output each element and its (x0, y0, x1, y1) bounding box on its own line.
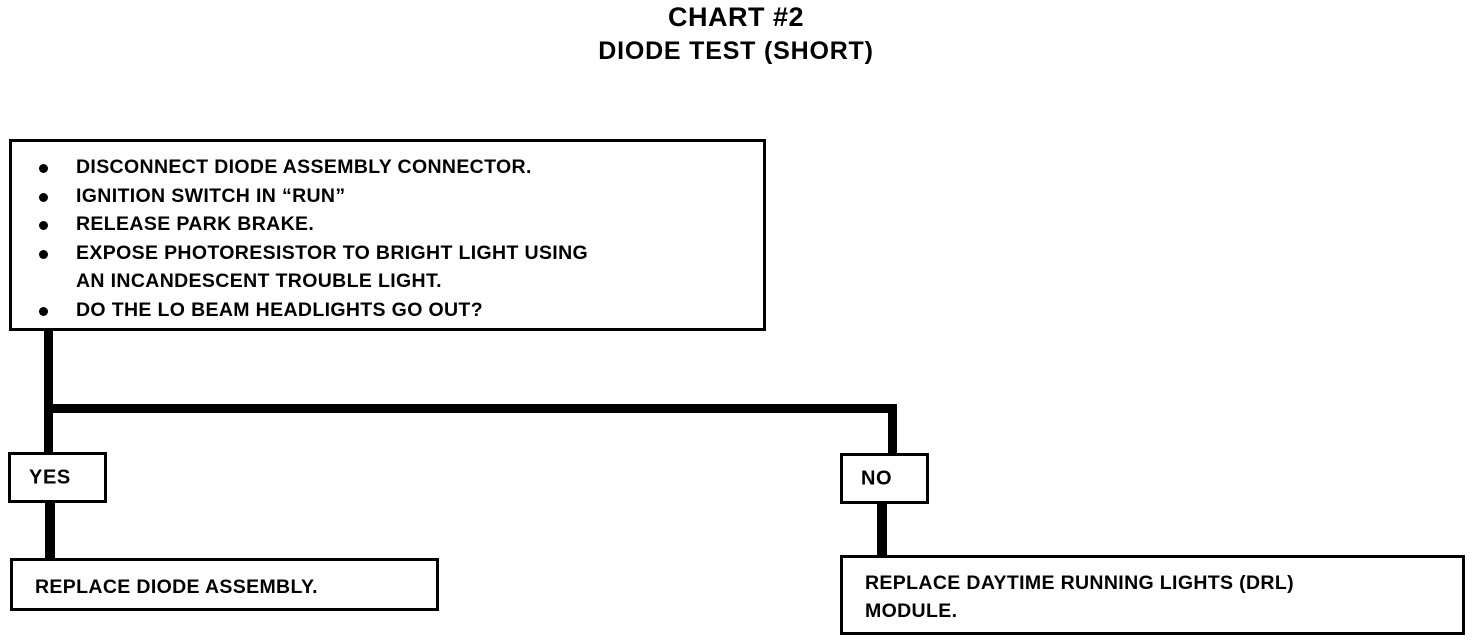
page-title: CHART #2 (667, 2, 805, 32)
list-item: DO THE LO BEAM HEADLIGHTS GO OUT? (12, 296, 763, 325)
condition-box: DISCONNECT DIODE ASSEMBLY CONNECTOR. IGN… (9, 139, 766, 331)
branch-label-no: NO (840, 453, 929, 504)
condition-list: DISCONNECT DIODE ASSEMBLY CONNECTOR. IGN… (12, 142, 763, 324)
branch-label-yes-text: YES (29, 466, 71, 488)
connector-yes-to-outcome (45, 501, 55, 561)
list-item: EXPOSE PHOTORESISTOR TO BRIGHT LIGHT USI… (12, 239, 763, 296)
connector-branch-horizontal (44, 404, 897, 413)
connector-yes-down (44, 404, 53, 454)
outcome-no-text: REPLACE DAYTIME RUNNING LIGHTS (DRL) MOD… (865, 572, 1294, 622)
list-item: DISCONNECT DIODE ASSEMBLY CONNECTOR. (12, 153, 763, 182)
branch-label-no-text: NO (861, 467, 893, 489)
outcome-box-yes: REPLACE DIODE ASSEMBLY. (10, 558, 439, 611)
outcome-yes-text: REPLACE DIODE ASSEMBLY. (35, 576, 318, 598)
branch-label-yes: YES (8, 452, 107, 503)
connector-no-to-outcome (877, 502, 887, 558)
list-item: IGNITION SWITCH IN “RUN” (12, 182, 763, 211)
connector-no-down (888, 404, 897, 455)
list-item: RELEASE PARK BRAKE. (12, 210, 763, 239)
connector-condition-down (44, 328, 53, 412)
outcome-box-no: REPLACE DAYTIME RUNNING LIGHTS (DRL) MOD… (840, 555, 1465, 635)
page-subtitle: DIODE TEST (SHORT) (598, 37, 874, 65)
